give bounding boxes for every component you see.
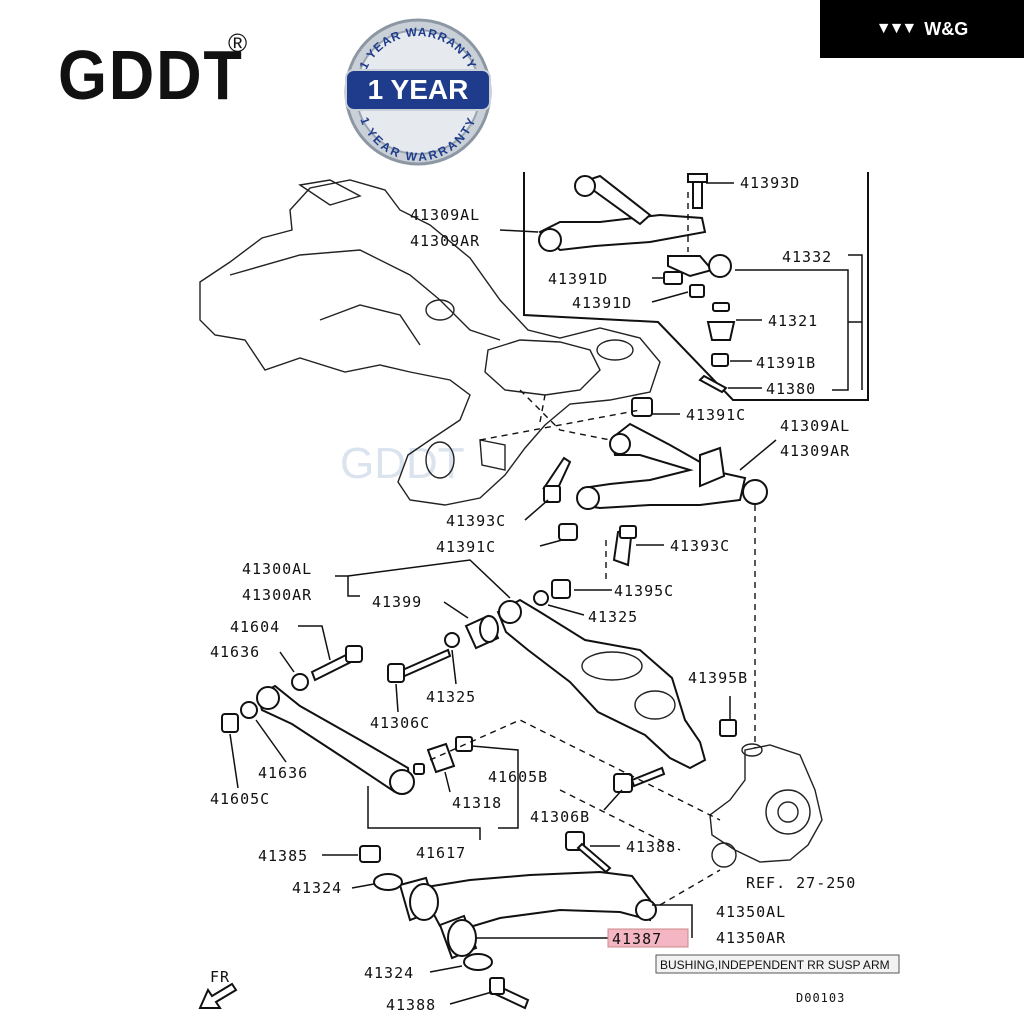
label-41325-b: 41325 (426, 688, 476, 706)
corner-logo-badge: ▼▼▼ W&G (820, 0, 1024, 58)
trailing-arm (496, 579, 737, 770)
label-41350AR: 41350AR (716, 929, 786, 947)
label-41300AL: 41300AL (242, 560, 312, 578)
label-41393C-b: 41393C (670, 537, 730, 555)
highlight-41387 (607, 928, 689, 948)
brand-logo: GDDT (58, 36, 244, 114)
label-41300AR: 41300AR (242, 586, 312, 604)
inset-upper-arm (538, 173, 736, 394)
label-41388-b: 41388 (386, 996, 436, 1014)
watermark-text: GDDT (340, 439, 465, 488)
front-arrow-icon (198, 982, 238, 1009)
label-41393D: 41393D (740, 174, 800, 192)
label-41391B: 41391B (756, 354, 816, 372)
label-41605B: 41605B (488, 768, 548, 786)
label-41380: 41380 (766, 380, 816, 398)
label-41399: 41399 (372, 593, 422, 611)
knuckle (709, 743, 823, 868)
label-41309AL: 41309AL (780, 417, 850, 435)
label-41306C: 41306C (370, 714, 430, 732)
label-41391D-b: 41391D (572, 294, 632, 312)
label-41391D-a: 41391D (548, 270, 608, 288)
warranty-seal: 1 YEAR WARRANTY 1 YEAR WARRANTY 1 YEAR (344, 18, 492, 166)
label-41391C-a: 41391C (686, 406, 746, 424)
label-41617: 41617 (416, 844, 466, 862)
label-41309AL-inset: 41309AL (410, 206, 480, 224)
wg-chevron-icon: ▼▼▼ (875, 20, 917, 37)
inset-frame (523, 172, 869, 401)
label-ref-27-250: REF. 27-250 (746, 874, 856, 892)
label-41318: 41318 (452, 794, 502, 812)
label-41604: 41604 (230, 618, 280, 636)
label-41393C-a: 41393C (446, 512, 506, 530)
label-41350AL: 41350AL (716, 903, 786, 921)
lower-arm (359, 766, 666, 1010)
diagram-code: D00103 (796, 991, 845, 1005)
label-41636-b: 41636 (258, 764, 308, 782)
upper-arm-main (542, 397, 768, 567)
label-41605C: 41605C (210, 790, 270, 808)
corner-logo-text: W&G (924, 18, 969, 39)
label-41385: 41385 (258, 847, 308, 865)
label-41324-b: 41324 (364, 964, 414, 982)
label-41324-a: 41324 (292, 879, 342, 897)
label-41332: 41332 (782, 248, 832, 266)
bushing-41399 (387, 614, 500, 683)
callout-box (655, 954, 900, 974)
leader-lines (205, 182, 863, 1005)
subframe-drawing (199, 179, 661, 506)
label-41325-a: 41325 (588, 608, 638, 626)
label-41391C-b: 41391C (436, 538, 496, 556)
label-41395B: 41395B (688, 669, 748, 687)
label-41388-a: 41388 (626, 838, 676, 856)
warranty-center-text: 1 YEAR (368, 74, 469, 105)
registered-mark: ® (228, 28, 248, 58)
label-fr: FR (210, 968, 230, 986)
label-41321: 41321 (768, 312, 818, 330)
dashed-lines (429, 192, 756, 906)
callout-text: BUSHING,INDEPENDENT RR SUSP ARM (660, 958, 890, 972)
label-41309AR-inset: 41309AR (410, 232, 480, 250)
label-41395C: 41395C (614, 582, 674, 600)
label-41387[interactable]: 41387 (612, 930, 662, 948)
label-41306B: 41306B (530, 808, 590, 826)
label-41636-a: 41636 (210, 643, 260, 661)
label-41309AR: 41309AR (780, 442, 850, 460)
lateral-link (221, 645, 473, 795)
